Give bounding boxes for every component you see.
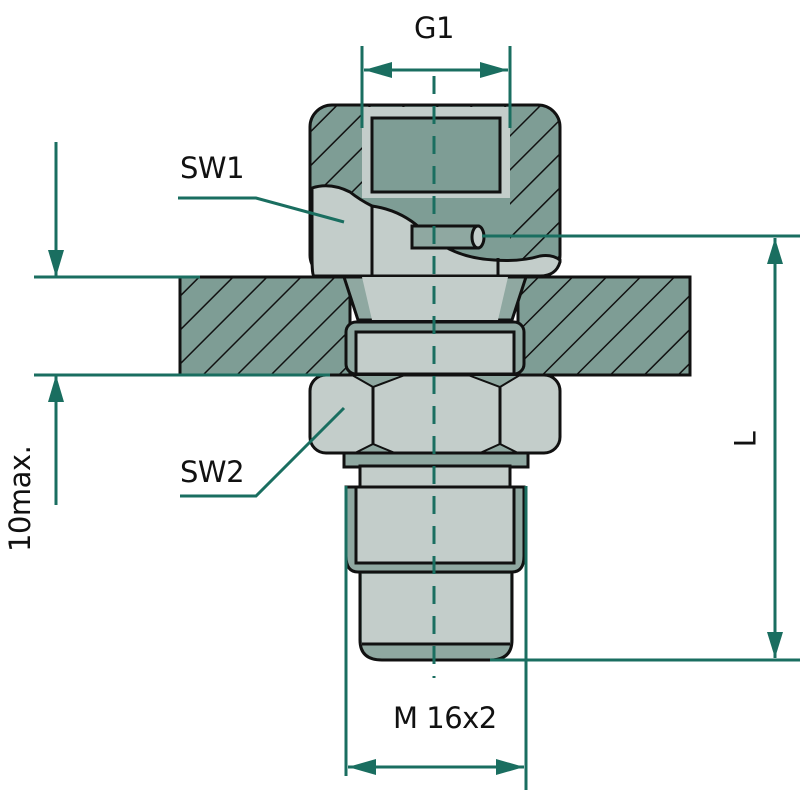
thread-size-g1-label: G1 <box>414 11 454 45</box>
union-nut-sw1 <box>308 103 562 279</box>
thread-size-m16-label: M 16x2 <box>393 701 497 735</box>
length-label: L <box>728 431 763 448</box>
panel-section <box>178 275 692 377</box>
dimension-lines <box>34 46 800 790</box>
wrench-size-sw2-label: SW2 <box>180 455 245 489</box>
panel-thickness-label: 10max. <box>3 445 37 552</box>
wrench-size-sw1-label: SW1 <box>180 151 245 185</box>
